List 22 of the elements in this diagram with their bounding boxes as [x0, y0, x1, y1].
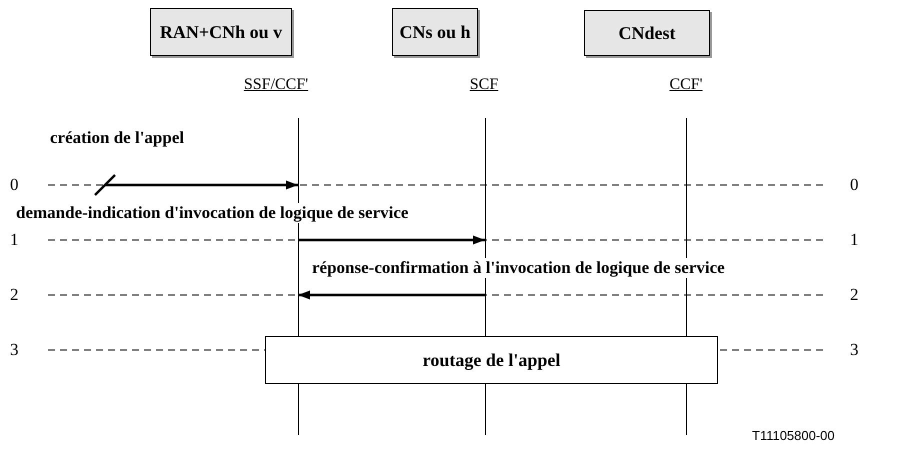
entity-box: CNdest: [584, 10, 710, 56]
role-label: SCF: [470, 76, 498, 94]
row-number: 1: [850, 230, 858, 250]
process-box: routage de l'appel: [265, 336, 718, 384]
entity-box: CNs ou h: [392, 8, 478, 56]
entity-box: RAN+CNh ou v: [150, 8, 292, 56]
arrow: [298, 290, 485, 300]
figure-id: T11105800-00: [752, 428, 835, 443]
message-label: réponse-confirmation à l'invocation de logique de service: [310, 258, 727, 278]
message-label: demande-indication d'invocation de logique de service: [14, 203, 410, 223]
row-number: 2: [10, 285, 18, 305]
row-number: 0: [850, 175, 858, 195]
row-number: 3: [850, 340, 858, 360]
row-number: 2: [850, 285, 858, 305]
message-label: création de l'appel: [48, 128, 186, 148]
row-number: 0: [10, 175, 18, 195]
row-number: 1: [10, 230, 18, 250]
arrow: [94, 174, 298, 196]
role-label: SSF/CCF': [244, 76, 308, 94]
role-label: CCF': [669, 76, 703, 94]
arrow: [298, 236, 485, 244]
row-number: 3: [10, 340, 18, 360]
